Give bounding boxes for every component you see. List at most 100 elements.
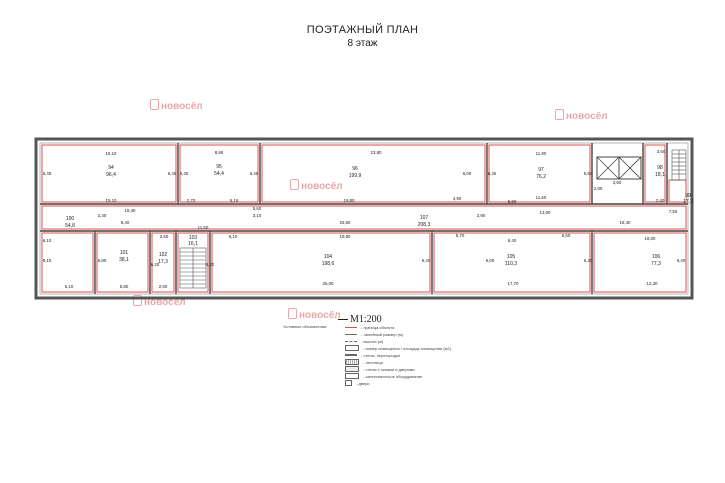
svg-text:6,20: 6,20 — [151, 262, 160, 267]
svg-text:8,40: 8,40 — [121, 220, 130, 225]
svg-text:2,70: 2,70 — [187, 198, 196, 203]
svg-text:6,40: 6,40 — [508, 238, 517, 243]
room-number-symbol-icon — [345, 345, 359, 351]
room-area: 96,4 — [106, 172, 116, 178]
plumbing-symbol-icon — [345, 373, 359, 379]
room-area: 17,3 — [683, 199, 693, 205]
room-number: 103 — [189, 235, 198, 241]
room-number: 98 — [657, 165, 663, 171]
room-number: 104 — [324, 254, 333, 260]
logo-icon — [290, 179, 299, 190]
room-area: 77,3 — [651, 261, 661, 267]
svg-text:2,80: 2,80 — [594, 186, 603, 191]
svg-text:5,16: 5,16 — [230, 198, 239, 203]
watermark: новосёл — [288, 305, 341, 323]
svg-text:6,10: 6,10 — [229, 234, 238, 239]
dimension-symbol-icon — [345, 333, 357, 335]
top-partitions — [177, 143, 668, 204]
room-number: 97 — [538, 167, 544, 173]
room-number: 101 — [120, 250, 129, 256]
legend-item: - сантехническое оборудование — [345, 373, 422, 379]
legend-item: - лестница — [345, 359, 383, 365]
room-area: 76,2 — [536, 174, 546, 180]
svg-text:17,70: 17,70 — [508, 281, 520, 286]
logo-icon — [133, 295, 142, 306]
bottom-partitions — [94, 231, 593, 294]
svg-text:6,10: 6,10 — [43, 238, 52, 243]
room-labels: 94 96,4 95 54,4 96 199,9 97 76,2 98 18,1… — [65, 164, 693, 267]
svg-text:25,00: 25,00 — [323, 281, 335, 286]
svg-text:7,50: 7,50 — [669, 209, 678, 214]
svg-text:18,90: 18,90 — [340, 234, 352, 239]
svg-text:6,45: 6,45 — [180, 171, 189, 176]
legend-item: - граница объекта — [345, 324, 394, 330]
room-number: 106 — [652, 254, 661, 260]
svg-text:6,00: 6,00 — [486, 258, 495, 263]
svg-text:5,80: 5,80 — [120, 284, 129, 289]
window-wall-symbol-icon — [345, 366, 359, 372]
svg-text:5,80: 5,80 — [508, 199, 517, 204]
svg-text:23,80: 23,80 — [371, 150, 383, 155]
svg-text:6,00: 6,00 — [463, 171, 472, 176]
room-number: 99 — [685, 193, 691, 199]
svg-text:3,10: 3,10 — [253, 213, 262, 218]
svg-text:2,50: 2,50 — [160, 234, 169, 239]
svg-text:15,10: 15,10 — [106, 151, 118, 156]
building-outline — [34, 137, 694, 300]
room-number: 100 — [66, 216, 75, 222]
svg-text:2,40: 2,40 — [656, 198, 665, 203]
room-number: 105 — [507, 254, 516, 260]
svg-text:6,45: 6,45 — [488, 171, 497, 176]
svg-text:6,20: 6,20 — [206, 262, 215, 267]
svg-text:2,30: 2,30 — [98, 213, 107, 218]
svg-text:18,00: 18,00 — [645, 236, 657, 241]
svg-text:18,40: 18,40 — [620, 220, 632, 225]
watermark: новосёл — [290, 176, 343, 194]
watermark: новосёл — [555, 106, 608, 124]
legend-item: - высота (м) — [345, 338, 383, 344]
svg-text:6,45: 6,45 — [168, 171, 177, 176]
legend-title: Условные обозначения: — [283, 324, 328, 329]
svg-text:2,90: 2,90 — [477, 213, 486, 218]
inner-wall — [39, 142, 689, 295]
watermark: новосёл — [133, 292, 186, 310]
svg-text:18,40: 18,40 — [125, 208, 137, 213]
room-area: 18,1 — [655, 172, 665, 178]
room-number: 102 — [159, 252, 168, 258]
svg-text:6,40: 6,40 — [584, 258, 593, 263]
room-area: 38,1 — [119, 257, 129, 263]
svg-text:11,60: 11,60 — [198, 225, 209, 230]
svg-text:5,70: 5,70 — [456, 233, 465, 238]
room-area: 17,3 — [158, 259, 168, 265]
stairs-symbol-icon — [345, 359, 359, 365]
legend-item: - двери — [345, 380, 370, 386]
dimension-labels: 15,10 6,45 6,45 15,10 8,86 6,45 6,45 5,1… — [43, 149, 686, 289]
svg-text:8,10: 8,10 — [43, 258, 52, 263]
plan-title: ПОЭТАЖНЫЙ ПЛАН — [306, 24, 419, 36]
svg-text:8,86: 8,86 — [215, 150, 224, 155]
svg-text:6,10: 6,10 — [65, 284, 74, 289]
svg-text:2,90: 2,90 — [159, 284, 168, 289]
room-area: 16,1 — [188, 241, 198, 247]
legend-item: - линейный размер (м) — [345, 331, 403, 337]
svg-text:5,60: 5,60 — [253, 206, 262, 211]
stairs — [179, 247, 207, 289]
room-number: 95 — [216, 164, 222, 170]
svg-text:5,80: 5,80 — [98, 258, 107, 263]
svg-text:6,45: 6,45 — [250, 171, 259, 176]
logo-icon — [555, 109, 564, 120]
door-symbol-icon — [345, 380, 352, 386]
svg-text:13,00: 13,00 — [540, 210, 552, 215]
svg-text:6,40: 6,40 — [422, 258, 431, 263]
room-area: 199,9 — [349, 173, 362, 179]
svg-text:2,60: 2,60 — [657, 149, 666, 154]
room-area: 54,4 — [214, 171, 224, 177]
height-symbol-icon — [345, 340, 357, 342]
room-number: 107 — [420, 215, 429, 221]
floor-subtitle: 8 этаж — [347, 38, 378, 49]
watermark: новосёл — [150, 96, 203, 114]
svg-text:4,90: 4,90 — [453, 196, 462, 201]
legend-item: - стены, перегородки — [345, 352, 400, 358]
boundary-symbol-icon — [345, 326, 357, 328]
svg-text:19,80: 19,80 — [344, 198, 356, 203]
